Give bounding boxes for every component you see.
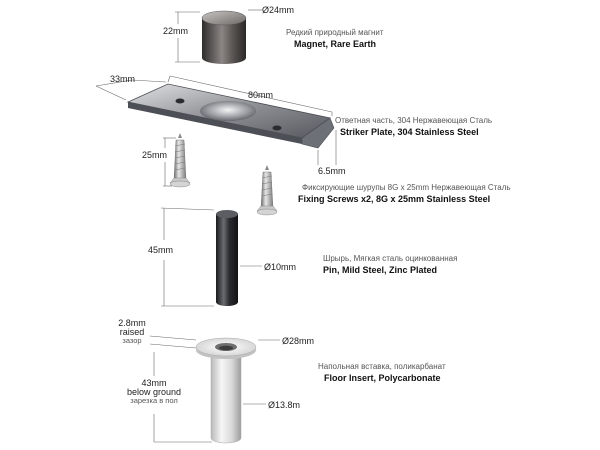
screws-label-ru: Фиксирующие шурупы 8G x 25mm Нержавеющая… — [302, 183, 511, 192]
striker-plate-part — [126, 83, 335, 149]
screws-label-en: Fixing Screws x2, 8G x 25mm Stainless St… — [298, 194, 491, 204]
magnet-diameter-label: Ø24mm — [262, 5, 295, 15]
insert-below-value: 43mm — [141, 378, 167, 388]
fixing-screw-right — [256, 165, 278, 216]
striker-length-label: 80mm — [248, 90, 274, 100]
striker-label-en: Striker Plate, 304 Stainless Steel — [340, 127, 479, 137]
striker-plate-dimension-lines — [95, 75, 337, 165]
insert-label-en: Floor Insert, Polycarbonate — [324, 373, 441, 383]
insert-below-ru: зарезка в пол — [130, 396, 178, 405]
insert-below-word: below ground — [126, 387, 182, 397]
insert-top-diameter-label: Ø28mm — [282, 336, 315, 346]
striker-label-ru: Ответная часть, 304 Нержавеющая Сталь — [335, 116, 493, 125]
pin-label-en: Pin, Mild Steel, Zinc Plated — [323, 265, 438, 275]
magnet-height-label: 22mm — [163, 26, 189, 36]
screw-dimension-lines — [163, 137, 176, 187]
striker-width-label: 33mm — [110, 74, 136, 84]
magnet-label-en: Magnet, Rare Earth — [294, 39, 377, 49]
screw-length-label: 25mm — [142, 150, 168, 160]
insert-raised-value: 2.8mm — [118, 318, 146, 328]
pin-length-label: 45mm — [148, 245, 174, 255]
striker-thickness-label: 6.5mm — [318, 166, 346, 176]
magnet-dimension-lines — [175, 9, 262, 63]
insert-raised-ru: зазор — [122, 336, 142, 345]
floor-insert-dimension-lines — [149, 335, 280, 443]
insert-label-ru: Напольная вставка, поликарбанат — [318, 362, 446, 371]
pin-diameter-label: Ø10mm — [264, 262, 297, 272]
insert-body-diameter-label: Ø13.8m — [268, 400, 301, 410]
magnet-part — [201, 10, 247, 64]
pin-label-ru: Шрырь, Мягкая сталь оцинкованная — [323, 254, 458, 263]
pin-dimension-lines — [160, 207, 262, 307]
floor-insert-part — [195, 337, 257, 444]
insert-raised-word: raised — [119, 327, 145, 337]
magnet-label-ru: Редкий природный магнит — [286, 28, 384, 37]
pin-part — [216, 210, 238, 306]
fixing-screw-left — [169, 133, 191, 188]
